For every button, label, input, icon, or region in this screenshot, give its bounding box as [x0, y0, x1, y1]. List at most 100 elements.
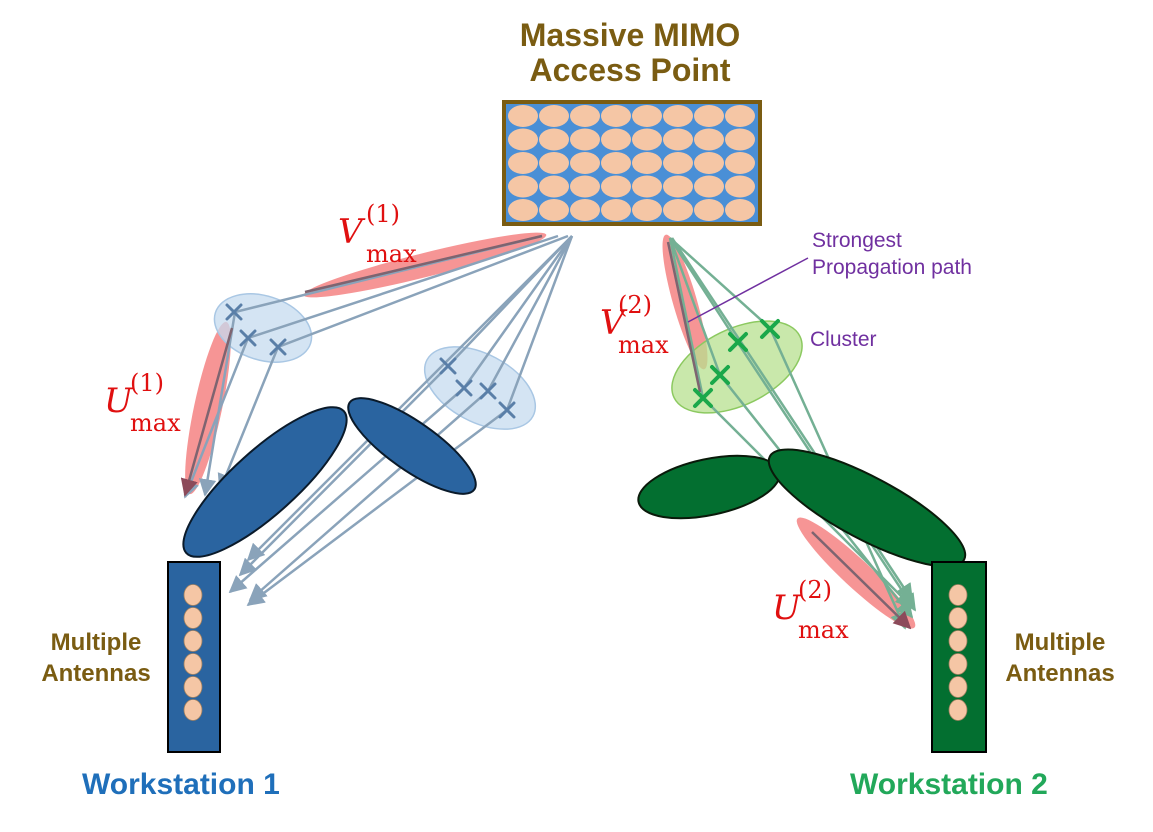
antenna-element	[183, 607, 203, 629]
array-element	[725, 152, 755, 174]
paths-ws2	[668, 237, 917, 630]
array-element	[694, 128, 724, 151]
math-u1: U (1) max	[104, 369, 181, 437]
array-element	[508, 128, 538, 151]
array-element	[508, 152, 538, 174]
math-u2: U (2) max	[772, 576, 849, 644]
math-v1-symbol: V	[338, 212, 363, 252]
workstation-1-antenna-label: Multiple Antennas	[22, 627, 170, 689]
array-element	[725, 105, 755, 127]
array-element	[601, 105, 631, 127]
math-v1: V (1) max	[338, 200, 417, 268]
math-v2: V (2) max	[600, 291, 669, 359]
workstation-1-antenna-elements	[183, 584, 203, 721]
rx-beam-ws1	[182, 397, 477, 558]
math-v2-sup: (2)	[618, 291, 652, 319]
cluster-ws1-b	[423, 346, 537, 430]
array-element	[539, 199, 569, 221]
array-element	[725, 199, 755, 221]
rx-beam-ws2	[637, 448, 967, 568]
workstation-2-antenna-label: Multiple Antennas	[990, 627, 1130, 689]
array-element	[570, 199, 600, 221]
array-element	[725, 128, 755, 151]
array-element	[694, 152, 724, 174]
array-element	[539, 105, 569, 127]
math-v2-sub: max	[618, 331, 669, 359]
array-element	[539, 128, 569, 151]
path-u1-strongest	[180, 327, 234, 497]
array-element	[601, 175, 631, 198]
array-element	[570, 105, 600, 127]
array-element	[570, 152, 600, 174]
antenna-element	[183, 653, 203, 675]
array-element	[508, 199, 538, 221]
access-point-title-line1: Massive MIMO	[519, 17, 741, 53]
math-u2-sup: (2)	[798, 576, 832, 604]
array-element	[539, 152, 569, 174]
antenna-element	[948, 584, 968, 606]
ws2-antenna-label-line2: Antennas	[1005, 660, 1115, 688]
math-u1-sub: max	[130, 409, 181, 437]
antenna-element	[183, 630, 203, 652]
array-element	[663, 128, 693, 151]
antenna-element	[948, 676, 968, 698]
antenna-element	[948, 699, 968, 721]
math-u2-sub: max	[798, 616, 849, 644]
array-element	[632, 128, 662, 151]
workstation-2-antenna-bar	[931, 561, 987, 753]
strongest-path-label-line1: Strongest	[812, 229, 902, 252]
array-element	[694, 175, 724, 198]
array-element	[632, 199, 662, 221]
math-v1-sup: (1)	[366, 200, 400, 228]
path-v2-strongest	[666, 241, 702, 393]
array-element	[601, 128, 631, 151]
strongest-path-pointer	[687, 257, 809, 323]
array-element	[632, 105, 662, 127]
math-u2-symbol: U	[772, 588, 801, 628]
scatterers-ws1	[225, 303, 516, 419]
array-element	[508, 175, 538, 198]
cluster-label: Cluster	[810, 328, 877, 351]
array-element	[601, 199, 631, 221]
strongest-path-label-line2: Propagation path	[812, 256, 972, 280]
access-point-title: Massive MIMO Access Point	[470, 17, 790, 89]
workstation-2-title: Workstation 2	[850, 768, 1048, 801]
array-element	[663, 199, 693, 221]
ws1-antenna-label-line2: Antennas	[41, 660, 151, 688]
path-v1-strongest	[304, 234, 543, 294]
antenna-element	[183, 699, 203, 721]
array-element	[570, 175, 600, 198]
array-element	[663, 175, 693, 198]
workstation-1-antenna-bar	[167, 561, 221, 753]
math-v1-sub: max	[366, 240, 417, 268]
array-element	[694, 105, 724, 127]
antenna-element	[948, 630, 968, 652]
array-element	[508, 105, 538, 127]
array-element	[725, 175, 755, 198]
math-u1-sup: (1)	[130, 369, 164, 397]
scatterers-ws2	[693, 319, 780, 408]
workstation-1-title: Workstation 1	[82, 768, 280, 801]
array-element	[601, 152, 631, 174]
access-point-elements	[508, 105, 755, 221]
antenna-element	[948, 653, 968, 675]
strongest-path-label: Strongest Propagation path	[812, 227, 972, 282]
math-v2-symbol: V	[600, 303, 625, 343]
workstation-2-antenna-elements	[948, 584, 968, 721]
array-element	[694, 199, 724, 221]
math-u1-symbol: U	[104, 381, 133, 421]
ws1-antenna-label-line1: Multiple	[50, 629, 142, 656]
antenna-element	[183, 584, 203, 606]
access-point-array	[502, 100, 762, 226]
array-element	[663, 152, 693, 174]
array-element	[570, 128, 600, 151]
array-element	[539, 175, 569, 198]
path-u2-strongest	[811, 531, 912, 630]
array-element	[663, 105, 693, 127]
antenna-element	[183, 676, 203, 698]
ws2-antenna-label-line1: Multiple	[1014, 629, 1106, 656]
array-element	[632, 175, 662, 198]
antenna-element	[948, 607, 968, 629]
access-point-title-line2: Access Point	[529, 52, 731, 89]
